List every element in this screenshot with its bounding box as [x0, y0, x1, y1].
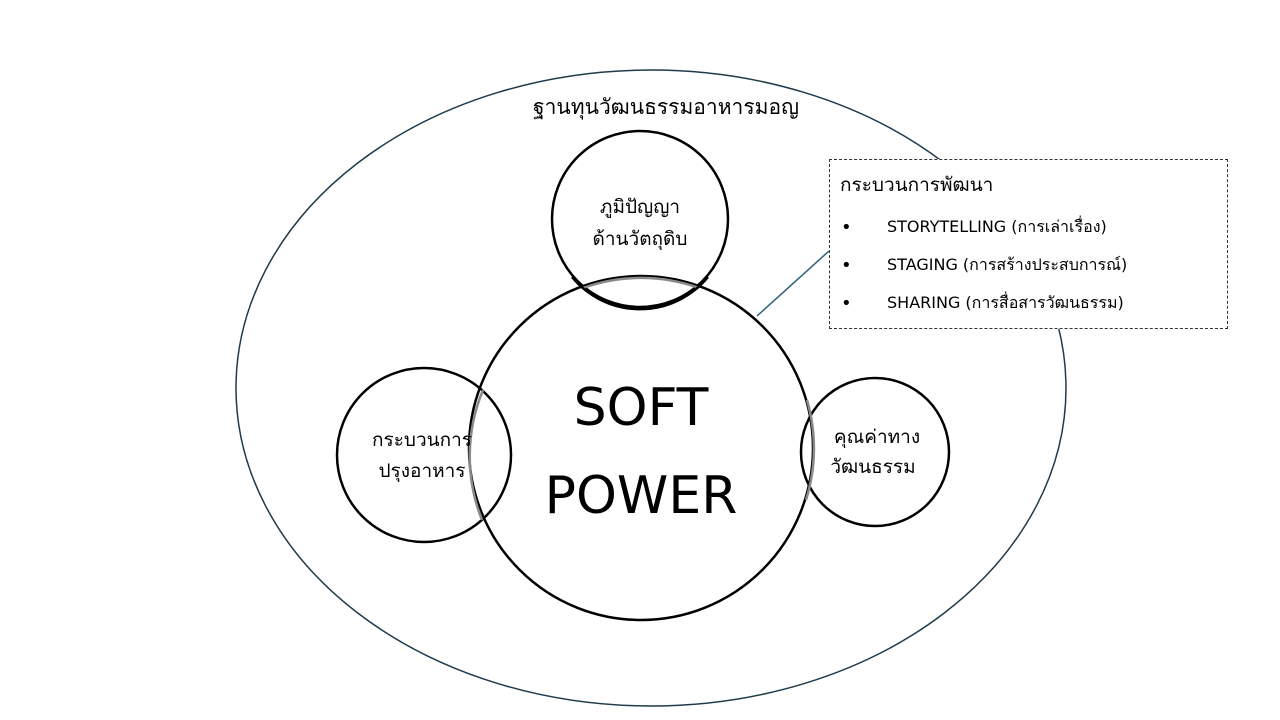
list-item: • STAGING (การสร้างประสบการณ์): [840, 247, 1217, 285]
overlap-arc-top-inner: [571, 276, 709, 311]
callout-list: • STORYTELLING (การเล่าเรื่อง) • STAGING…: [840, 209, 1217, 323]
overlap-arc-right: [804, 399, 816, 501]
bullet-icon: •: [841, 254, 852, 276]
right-circle-line2: วัฒนธรรม: [830, 456, 915, 478]
callout-box: กระบวนการพัฒนา • STORYTELLING (การเล่าเร…: [829, 159, 1228, 329]
outer-ellipse: [235, 69, 1067, 707]
bullet-icon: •: [841, 292, 852, 314]
left-circle: [335, 366, 513, 544]
list-item-label: STAGING (การสร้างประสบการณ์): [887, 255, 1128, 275]
list-item: • STORYTELLING (การเล่าเรื่อง): [840, 209, 1217, 247]
top-circle-line2: ด้านวัตถุดิบ: [593, 228, 688, 251]
bullet-icon: •: [841, 216, 852, 238]
top-circle-line1: ภูมิปัญญา: [600, 196, 680, 218]
center-text-soft: SOFT: [574, 378, 709, 438]
list-item-label: SHARING (การสื่อสารวัฒนธรรม): [887, 293, 1124, 313]
overlap-arc-top: [582, 276, 700, 290]
callout-title: กระบวนการพัฒนา: [840, 174, 994, 196]
overlap-arc-left: [468, 389, 485, 521]
left-circle-line2: ปรุงอาหาร: [378, 460, 465, 483]
left-circle-line1: กระบวนการ: [372, 429, 472, 451]
right-circle: [799, 376, 951, 528]
list-item: • SHARING (การสื่อสารวัฒนธรรม): [840, 285, 1217, 323]
center-circle: [467, 274, 815, 622]
top-circle: [550, 129, 730, 309]
center-text-power: POWER: [545, 466, 738, 526]
callout-connector: [756, 250, 830, 317]
list-item-label: STORYTELLING (การเล่าเรื่อง): [887, 217, 1107, 237]
right-circle-line1: คุณค่าทาง: [834, 426, 920, 449]
outer-title: ฐานทุนวัฒนธรรมอาหารมอญ: [533, 95, 799, 120]
